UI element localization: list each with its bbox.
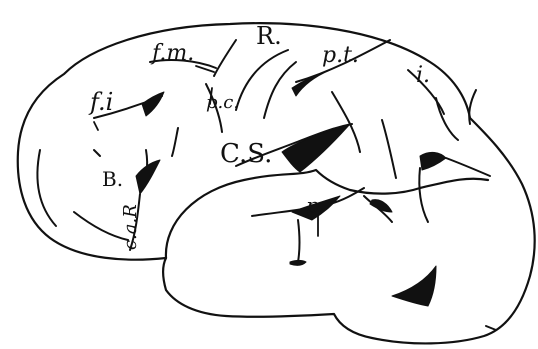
occipital-notch	[420, 152, 446, 170]
central-sulcus-notch	[282, 124, 350, 172]
inferior-frontal-notch	[142, 92, 164, 116]
frontal-mid-stroke	[172, 128, 178, 156]
right-edge-stroke	[486, 326, 496, 330]
lateral-lower-notch	[370, 200, 392, 212]
temporal-lobe-outline	[166, 170, 488, 258]
parietal-curve	[332, 92, 360, 152]
frontal-margin-curve	[37, 150, 56, 226]
central-upper-curve	[264, 62, 296, 118]
label-p-t: p.t.	[322, 43, 359, 68]
label-f-i: f.i	[88, 88, 113, 116]
broca-notch	[136, 160, 160, 194]
temporal-vertical-stroke	[298, 220, 300, 262]
hemisphere-outline	[18, 23, 535, 343]
label-c-a-R: c.a.R	[120, 204, 141, 250]
frontal-small-stroke	[94, 150, 100, 156]
label-i: i.	[416, 63, 430, 88]
right-top-curve	[469, 90, 476, 124]
label-f-m: f.m.	[150, 41, 194, 66]
pointer-f-i	[94, 122, 98, 130]
parieto-temporal-notch	[292, 70, 330, 96]
occipital-lower	[419, 168, 428, 222]
temporal-lower-dot	[290, 261, 306, 266]
superior-frontal-sulcus	[214, 40, 236, 76]
parietal-lower-curve	[382, 120, 396, 178]
occipital-sulcus	[446, 158, 490, 176]
label-p: p.	[306, 193, 325, 217]
label-R: R.	[256, 22, 282, 50]
label-C-S: C.S.	[220, 139, 272, 169]
label-B: B.	[102, 167, 123, 191]
occipital-lower-notch	[392, 266, 436, 306]
